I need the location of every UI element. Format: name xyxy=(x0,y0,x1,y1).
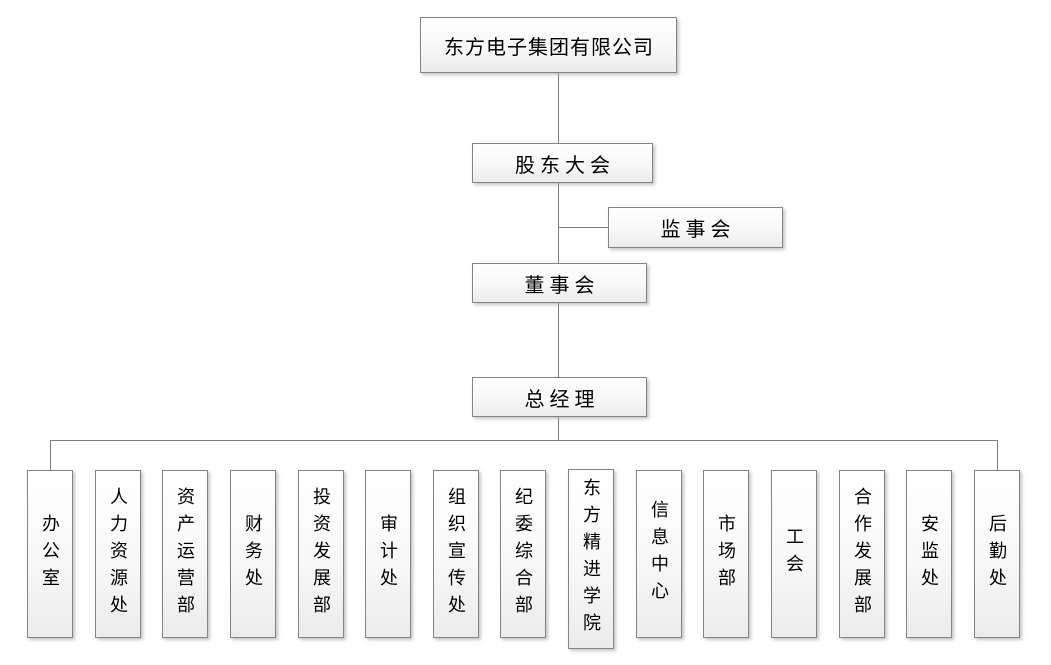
connector-shareholders-to-board xyxy=(558,183,559,263)
org-box-dept-finance: 财务处 xyxy=(230,470,276,638)
dept-label: 市场部 xyxy=(716,513,736,595)
org-box-dept-information-center: 信息中心 xyxy=(636,470,682,638)
org-box-dept-asset-operations: 资产运营部 xyxy=(162,470,208,638)
org-box-root: 东方电子集团有限公司 xyxy=(420,17,677,73)
connector-bus-left-drop xyxy=(50,440,51,470)
org-box-dept-investment-development: 投资发展部 xyxy=(298,470,344,638)
dept-label: 信息中心 xyxy=(649,500,669,608)
dept-label: 工会 xyxy=(784,527,804,581)
org-box-shareholders-meeting: 股东大会 xyxy=(472,143,653,183)
dept-label: 人力资源处 xyxy=(108,486,128,622)
dept-label: 安监处 xyxy=(919,513,939,595)
org-box-dept-safety-supervision: 安监处 xyxy=(906,470,952,638)
connector-departments-bus xyxy=(50,440,998,441)
dept-label: 审计处 xyxy=(378,513,398,595)
dept-label: 办公室 xyxy=(40,513,60,595)
org-box-dept-office: 办公室 xyxy=(27,470,73,638)
org-box-root-label: 东方电子集团有限公司 xyxy=(444,36,654,59)
org-box-dept-logistics: 后勤处 xyxy=(974,470,1020,638)
org-box-dept-organization-publicity: 组织宣传处 xyxy=(433,470,479,638)
org-box-dept-cooperation-development: 合作发展部 xyxy=(839,470,885,638)
dept-label: 财务处 xyxy=(243,513,263,595)
org-box-supervisory-board-label: 监事会 xyxy=(660,219,736,241)
org-box-dept-audit: 审计处 xyxy=(365,470,411,638)
org-box-general-manager-label: 总经理 xyxy=(524,388,600,411)
dept-label: 组织宣传处 xyxy=(446,486,466,622)
dept-label: 后勤处 xyxy=(987,513,1007,595)
org-box-dept-dongfang-academy: 东方精进学院 xyxy=(568,469,614,649)
connector-gm-to-bus xyxy=(558,417,559,440)
connector-bus-right-drop xyxy=(997,440,998,470)
org-box-board-of-directors-label: 董事会 xyxy=(524,274,600,297)
dept-label: 资产运营部 xyxy=(175,486,195,622)
org-box-dept-discipline-general: 纪委综合部 xyxy=(500,470,546,638)
org-box-general-manager: 总经理 xyxy=(472,377,647,417)
dept-label: 合作发展部 xyxy=(852,486,872,622)
dept-label: 纪委综合部 xyxy=(513,486,533,622)
connector-root-to-shareholders xyxy=(558,73,559,143)
connector-board-to-gm xyxy=(558,303,559,377)
dept-label: 东方精进学院 xyxy=(581,478,601,640)
org-box-shareholders-meeting-label: 股东大会 xyxy=(515,154,615,177)
connector-branch-to-supervisory xyxy=(558,227,608,228)
org-box-dept-labor-union: 工会 xyxy=(771,470,817,638)
dept-label: 投资发展部 xyxy=(311,486,331,622)
org-box-supervisory-board: 监事会 xyxy=(608,207,783,248)
org-box-dept-human-resources: 人力资源处 xyxy=(95,470,141,638)
org-box-board-of-directors: 董事会 xyxy=(472,263,647,303)
org-box-dept-marketing: 市场部 xyxy=(703,470,749,638)
